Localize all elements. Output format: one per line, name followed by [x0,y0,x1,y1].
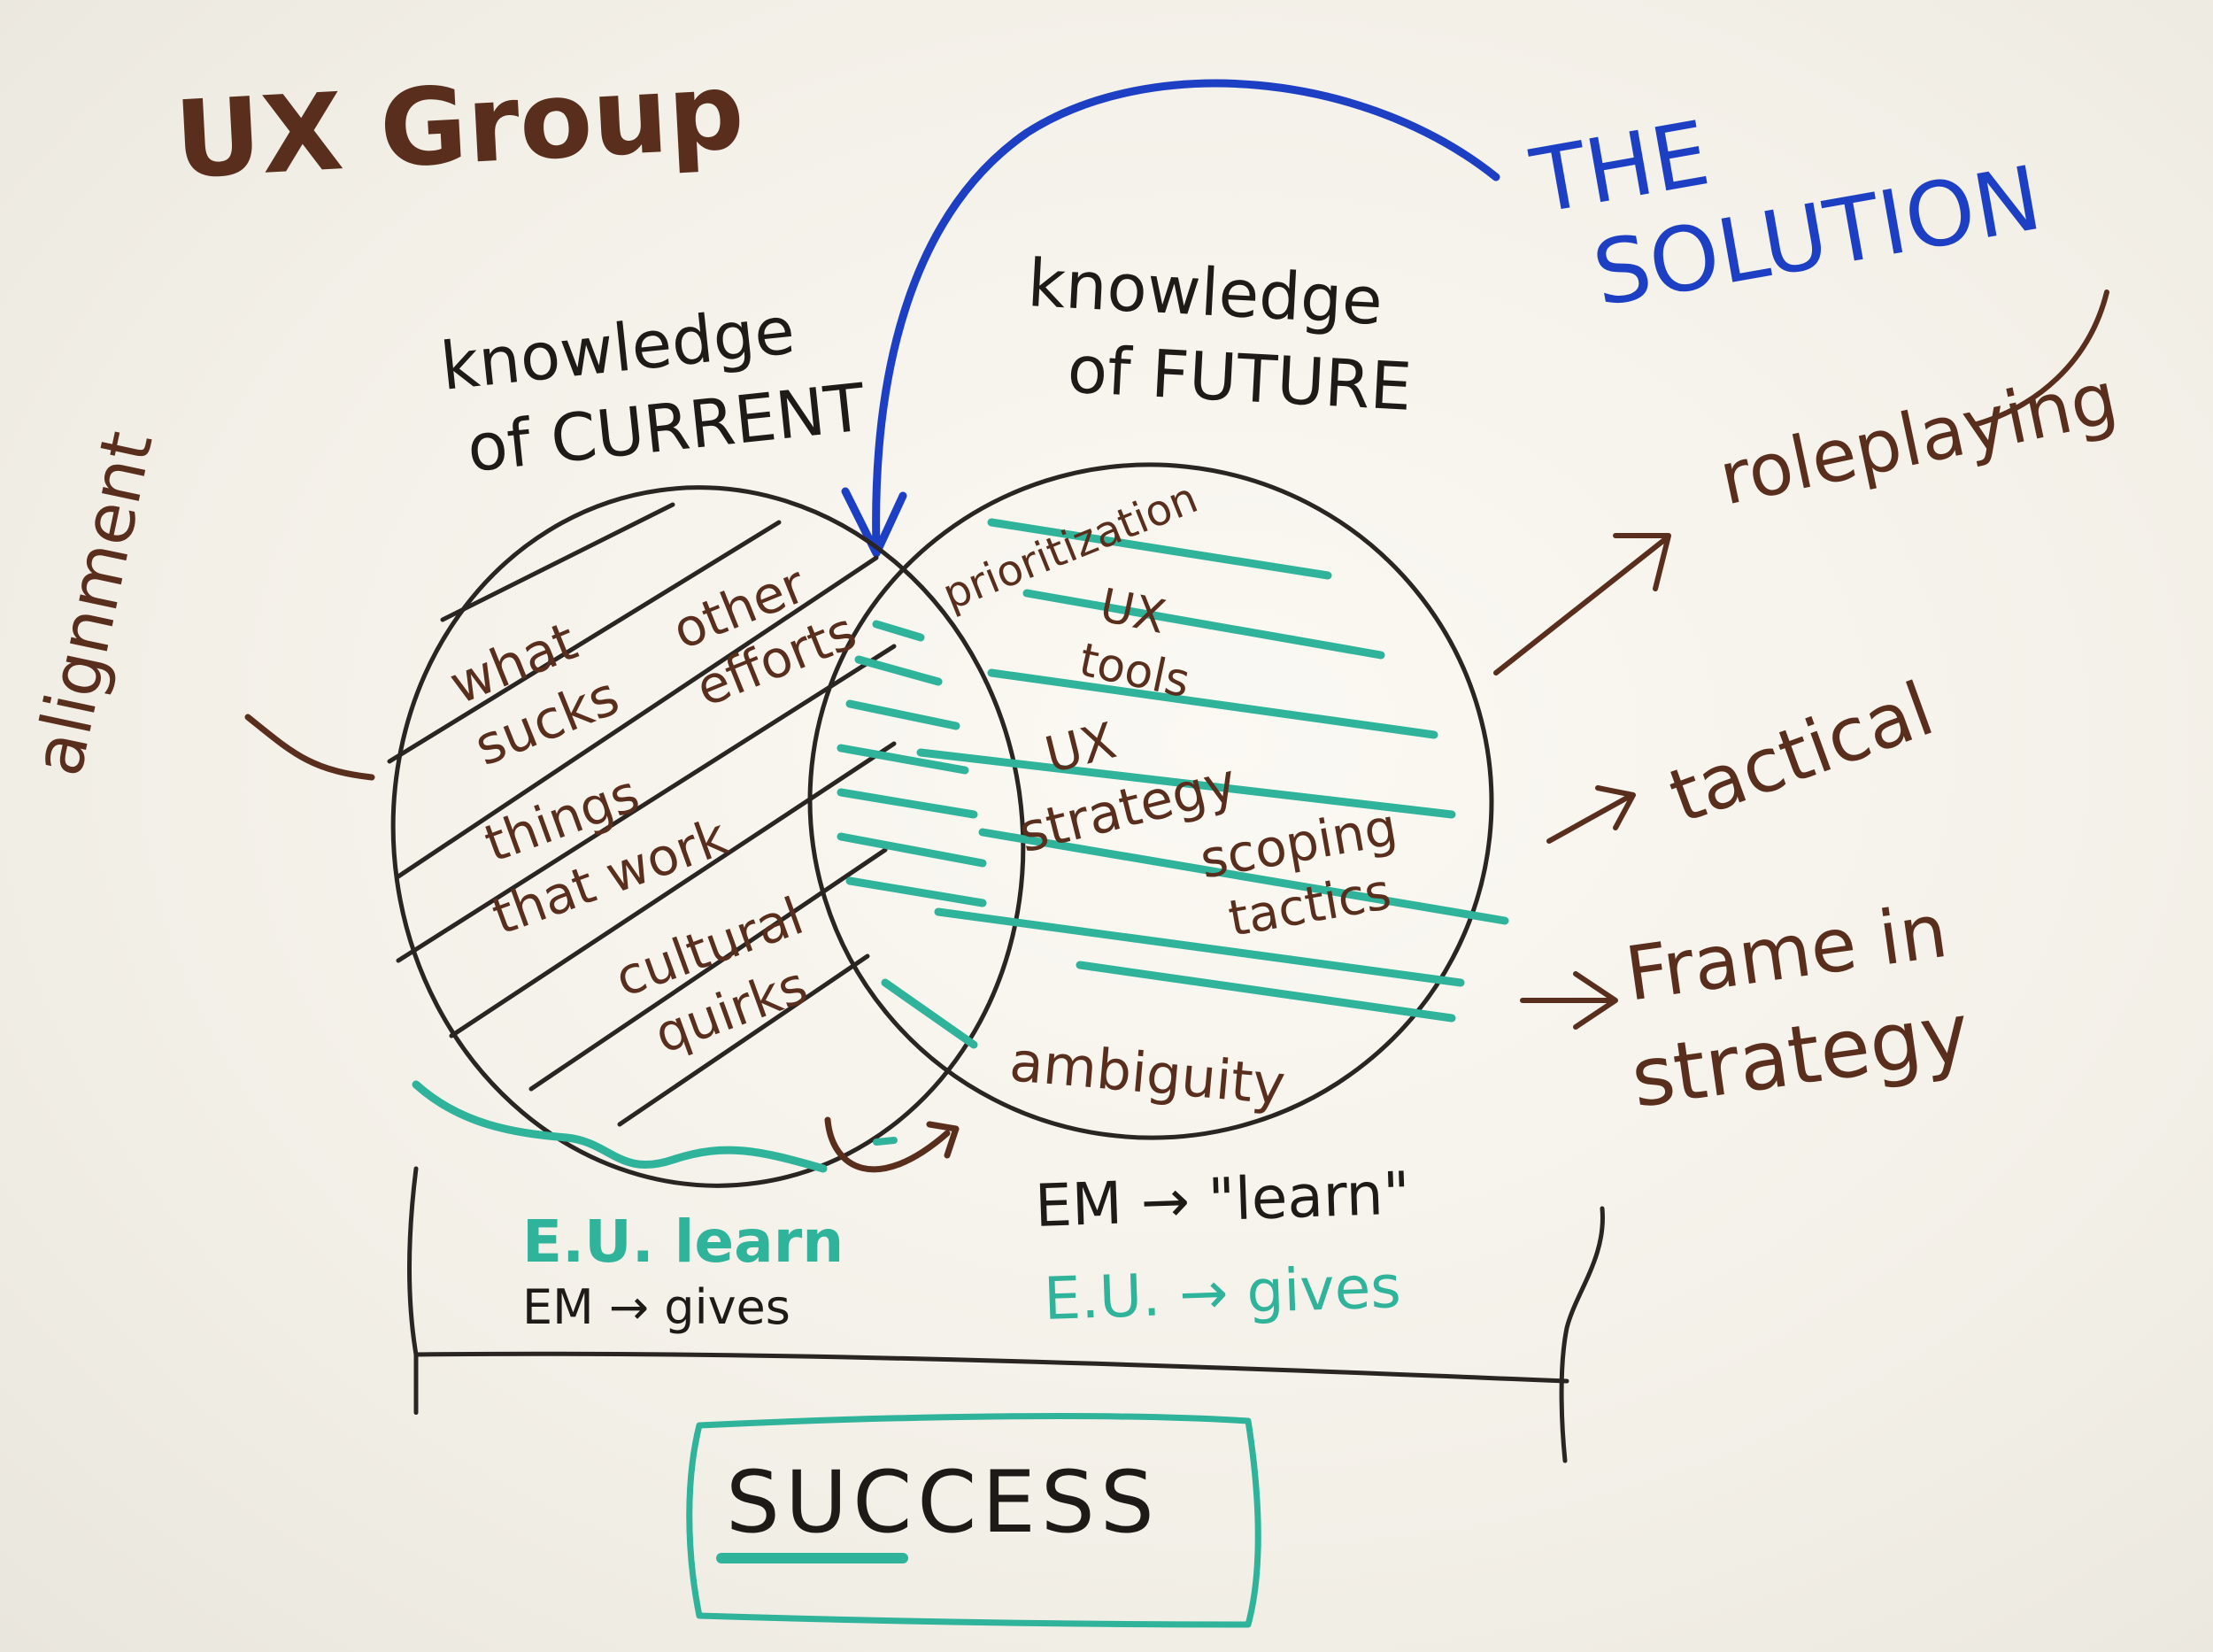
tactical-arrow-head-icon [1595,785,1636,830]
right-item-ux-tools: UX tools [1075,579,1194,709]
left-circle-hatching [387,502,897,1127]
right-item-ambiguity: ambiguity [1007,1029,1288,1117]
roleplaying-arrow-head-icon [1613,533,1671,591]
bottom-bracket [407,1166,419,1415]
exchange-left-line-1: E.U. learn [522,1208,844,1276]
frame-arrow-head-icon [1573,971,1618,1030]
success-box [686,1413,1261,1628]
right-circle [807,462,1494,1140]
roleplaying-underline [1971,289,2109,428]
title: UX Group [172,50,747,202]
exchange-left-line-2: EM → gives [522,1279,790,1335]
solution-arrow [872,79,1500,553]
alignment-label: alignment [19,425,169,783]
left-circle [390,485,1026,1188]
right-heading-line-2: of FUTURE [1066,332,1414,426]
outcome-tactical: tactical [1658,665,1944,839]
alignment-pointer [244,714,375,781]
exchange-right-line-1: EM → "learn" [1034,1159,1411,1240]
right-circle-heading: knowledge of FUTURE [1026,245,1414,426]
tactical-arrow [1546,794,1631,844]
right-item-text: tools [1075,634,1194,709]
left-circle-heading: knowledge of CURRENT [437,292,869,487]
teal-wave [412,1080,828,1173]
teal-dash [873,1137,898,1146]
exchange-arrow-head-icon [926,1121,960,1159]
solution-label: THE SOLUTION [1523,101,2048,326]
overlap-scribbles [837,620,987,907]
right-heading-line-1: knowledge [1026,245,1384,340]
right-item-scoping-tactics: scoping tactics [1196,797,1402,948]
bottom-bracket-right [1559,1206,1605,1463]
bottom-bracket-base [413,1351,1569,1384]
outcome-roleplaying: roleplaying [1712,356,2124,522]
exchange-arrow [824,1116,951,1173]
solution-arrow-head-icon [841,487,907,558]
success-label: SUCCESS [726,1453,1160,1552]
left-item-what-sucks: what sucks [442,610,628,778]
exchange-right-line-2: E.U. → gives [1043,1253,1402,1333]
right-circle-hatching [881,518,1509,1049]
right-item-text: UX [1095,579,1170,645]
roleplaying-arrow [1493,537,1667,675]
left-item-cultural-quirks: cultural quirks [607,885,814,1065]
right-item-text: ambiguity [1007,1029,1288,1117]
outcome-frame-in-strategy: Frame in strategy [1621,887,1976,1126]
